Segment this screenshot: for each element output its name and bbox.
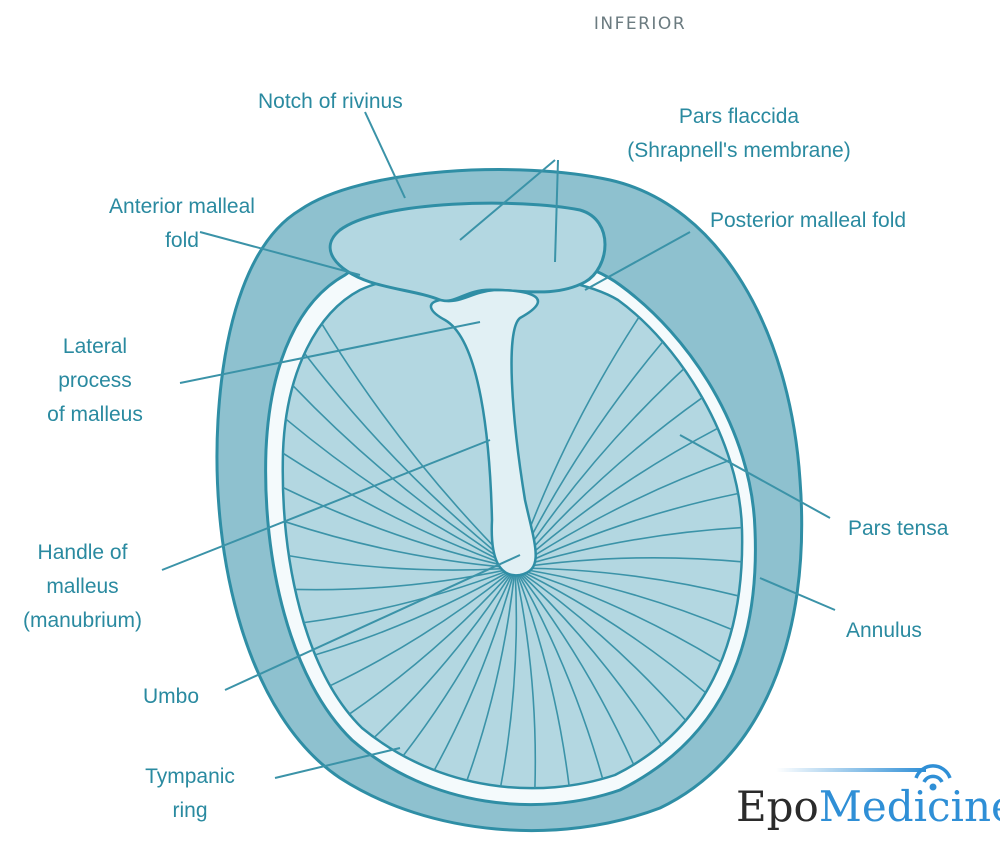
label-posterior-malleal-fold: Posterior malleal fold	[710, 204, 906, 238]
label-umbo: Umbo	[143, 680, 199, 714]
brand-wordmark: EpoMedicine	[736, 782, 1000, 832]
label-anterior-malleal-fold: Anterior malleal fold	[82, 190, 282, 258]
label-lateral-process-of-malleus: Lateral process of malleus	[10, 330, 180, 432]
brand-part-epo: Epo	[736, 782, 819, 831]
label-handle-of-malleus: Handle of malleus (manubrium)	[0, 536, 165, 638]
brand-part-medicine: Medicine	[819, 782, 1000, 831]
label-notch-of-rivinus: Notch of rivinus	[258, 85, 403, 119]
orientation-label: INFERIOR	[540, 14, 740, 34]
label-pars-tensa: Pars tensa	[848, 512, 948, 546]
label-tympanic-ring: Tympanic ring	[120, 760, 260, 828]
label-annulus: Annulus	[846, 614, 922, 648]
label-pars-flaccida: Pars flaccida (Shrapnell's membrane)	[574, 100, 904, 168]
epomedicine-logo: EpoMedicine	[736, 758, 998, 838]
